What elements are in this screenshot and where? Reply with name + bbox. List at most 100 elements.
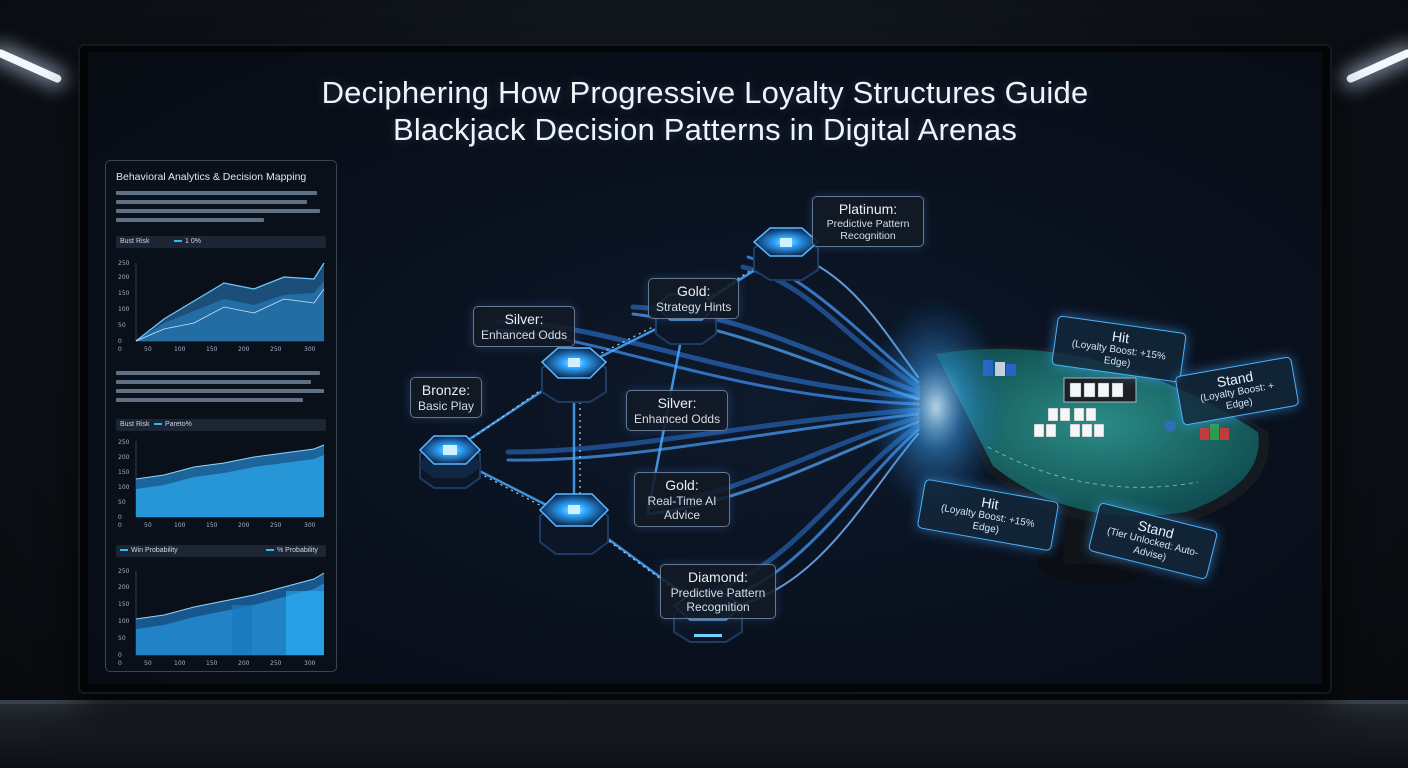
- chart2-legend-swatch: [154, 423, 162, 426]
- tier-subtitle: Basic Play: [418, 399, 475, 413]
- tier-title: Gold:: [676, 283, 711, 299]
- tv-stand-edge: [0, 700, 1408, 704]
- chart3-y-ticks: 0 50 100 150 200 250: [118, 568, 130, 659]
- chart2-xtick: 250: [270, 522, 282, 529]
- tier-label-gold-mid: Gold: Real-Time AI Advice: [634, 472, 730, 527]
- chart1-label: Bust Risk: [120, 238, 150, 245]
- chart1-ytick: 250: [118, 260, 130, 267]
- tier-subtitle: Predictive Pattern Recognition: [670, 586, 766, 614]
- chart2-x-ticks: 0 50 100 150 200 250 300: [118, 522, 316, 529]
- tier-label-bronze: Bronze: Basic Play: [410, 377, 483, 418]
- tier-title: Platinum:: [838, 201, 898, 217]
- chart2-xtick: 300: [304, 522, 316, 529]
- chart3-label: Win Probability: [131, 547, 178, 554]
- chart2-xtick: 0: [118, 522, 122, 529]
- chart3: 0 50 100 150 200 250 0 50 100 150 200 25…: [118, 568, 325, 667]
- panel-blurb-1: [116, 189, 328, 227]
- chart3-legend-swatch-a: [120, 549, 128, 552]
- chart3-xtick: 100: [174, 660, 186, 667]
- tier-title: Silver:: [504, 311, 544, 327]
- tier-subtitle: Strategy Hints: [656, 300, 732, 314]
- tier-label-silver-top: Silver: Enhanced Odds: [473, 306, 576, 347]
- chart1: 0 50 100 150 200 250 0 50 100 150 200 25…: [118, 260, 325, 353]
- chart2-legend: Pareto%: [165, 421, 192, 428]
- tv-stand: [0, 700, 1408, 768]
- tier-title: Bronze:: [421, 382, 471, 398]
- chart3-ytick: 100: [118, 618, 130, 625]
- chart2-ytick: 50: [118, 499, 126, 506]
- title-line-1: Deciphering How Progressive Loyalty Stru…: [321, 75, 1089, 110]
- title-line-2: Blackjack Decision Patterns in Digital A…: [392, 112, 1018, 147]
- chart3-highlight-band-a: [232, 605, 252, 655]
- chart3-ytick: 0: [118, 652, 122, 659]
- chart3-xtick: 0: [118, 660, 122, 667]
- chart3-legend-swatch-b: [266, 549, 274, 552]
- chart1-header: Bust Risk 1 0%: [116, 236, 326, 248]
- chart2-xtick: 50: [144, 522, 152, 529]
- playing-cards: [1033, 382, 1124, 438]
- chart3-xtick: 150: [206, 660, 218, 667]
- tier-label-diamond: Diamond: Predictive Pattern Recognition: [660, 564, 776, 619]
- chart1-area-front: [136, 281, 324, 341]
- chart1-ytick: 50: [118, 322, 126, 329]
- chart2-y-ticks: 0 50 100 150 200 250: [118, 439, 130, 521]
- light-burst: [866, 297, 1006, 517]
- tier-title: Gold:: [665, 477, 699, 493]
- chart1-legend: 1 0%: [185, 238, 201, 245]
- chart3-ytick: 50: [118, 635, 126, 642]
- tier-node-platinum: [752, 227, 820, 281]
- chart3-line: [135, 572, 325, 620]
- tier-label-silver-mid: Silver: Enhanced Odds: [626, 390, 729, 431]
- chart1-xtick: 250: [270, 346, 282, 353]
- tier-node-bronze: [418, 435, 482, 489]
- chart1-line-a: [135, 262, 325, 342]
- chart1-ytick: 150: [118, 290, 130, 297]
- tier-label-platinum: Platinum: Predictive Pattern Recognition: [812, 196, 924, 247]
- tier-subtitle: Enhanced Odds: [481, 328, 568, 342]
- tier-subtitle: Enhanced Odds: [634, 412, 721, 426]
- chart1-xtick: 100: [174, 346, 186, 353]
- chart2-ytick: 250: [118, 439, 130, 446]
- chart3-xtick: 50: [144, 660, 152, 667]
- chart1-line-b: [135, 288, 325, 342]
- chart3-x-ticks: 0 50 100 150 200 250 300: [118, 660, 316, 667]
- chart1-xtick: 50: [144, 346, 152, 353]
- chart2-ytick: 200: [118, 454, 130, 461]
- tier-subtitle: Real-Time AI Advice: [647, 494, 717, 522]
- chart2-header: Bust Risk Pareto%: [116, 419, 326, 431]
- chart2-line: [135, 444, 325, 480]
- tv-screen: Deciphering How Progressive Loyalty Stru…: [88, 52, 1322, 684]
- chart2-area-front: [136, 455, 324, 517]
- chart3-highlight-band-b: [286, 591, 324, 655]
- tier-node-gold-mid: [538, 493, 610, 555]
- chart1-ytick: 100: [118, 306, 130, 313]
- chart1-xtick: 0: [118, 346, 122, 353]
- chart1-x-ticks: 0 50 100 150 200 250 300: [118, 346, 316, 353]
- chart3-header: Win Probability % Probability: [116, 545, 326, 557]
- chart3-xtick: 300: [304, 660, 316, 667]
- chart3-ytick: 150: [118, 601, 130, 608]
- chart2-ytick: 100: [118, 484, 130, 491]
- chart1-ytick: 200: [118, 274, 130, 281]
- chart2: 0 50 100 150 200 250 0 50 100 150 200 25…: [118, 439, 325, 529]
- chart2-label: Bust Risk: [120, 421, 150, 428]
- page-title: Deciphering How Progressive Loyalty Stru…: [88, 74, 1322, 148]
- tier-label-gold-top: Gold: Strategy Hints: [648, 278, 740, 319]
- chart3-ytick: 200: [118, 584, 130, 591]
- tier-title: Silver:: [657, 395, 697, 411]
- chart2-ytick: 0: [118, 514, 122, 521]
- tier-subtitle: Predictive Pattern Recognition: [826, 218, 910, 242]
- tier-node-silver-top: [540, 347, 608, 403]
- chart2-xtick: 100: [174, 522, 186, 529]
- chart3-xtick: 250: [270, 660, 282, 667]
- chart1-xtick: 200: [238, 346, 250, 353]
- chart3-xtick: 200: [238, 660, 250, 667]
- chart1-xtick: 150: [206, 346, 218, 353]
- chart3-area-front: [136, 583, 324, 655]
- chart3-ytick: 250: [118, 568, 130, 575]
- chart1-xtick: 300: [304, 346, 316, 353]
- chart1-legend-swatch: [174, 240, 182, 243]
- chart2-xtick: 150: [206, 522, 218, 529]
- chart1-y-ticks: 0 50 100 150 200 250: [118, 260, 130, 345]
- tier-title: Diamond:: [688, 569, 748, 585]
